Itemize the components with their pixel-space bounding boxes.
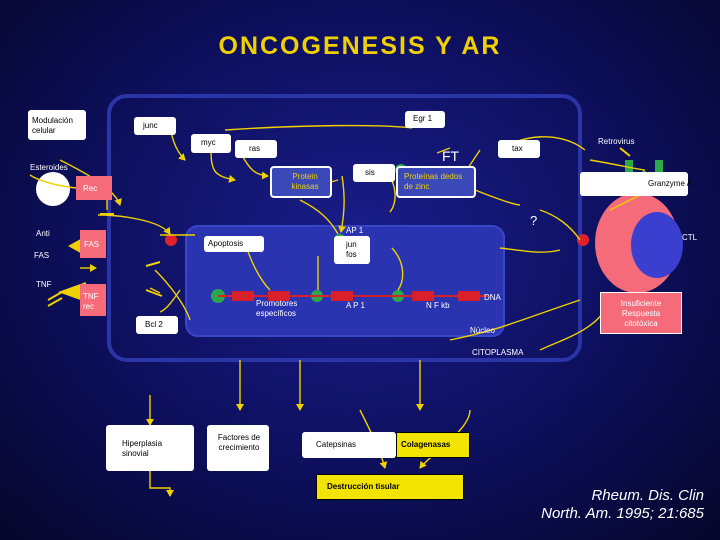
factores-box: Factores de crecimiento xyxy=(207,425,269,471)
ap1-top-label: AP 1 xyxy=(346,226,364,235)
steroid-circle xyxy=(36,172,70,206)
ap1-dna-label: A P 1 xyxy=(346,301,365,310)
fas-box: FAS xyxy=(80,230,106,258)
fas-box-label: FAS xyxy=(84,240,100,249)
ft-label: FT xyxy=(442,148,460,164)
tnf-label: TNF xyxy=(36,280,52,289)
reference-line-2: North. Am. 1995; 21:685 xyxy=(541,505,704,522)
nfkb-label: N F kb xyxy=(426,301,450,310)
esteroides-label: Esteroides xyxy=(30,163,68,172)
slide-title: ONCOGENESIS Y AR xyxy=(218,32,502,60)
tax-label: tax xyxy=(512,144,523,153)
bcl2-label: Bcl 2 xyxy=(145,320,163,329)
promotores-label: Promotores específicos xyxy=(256,299,298,318)
hiperplasia-box: Hiperplasia sinovial xyxy=(106,425,194,471)
colagenasas-label: Colagenasas xyxy=(401,440,451,449)
myc-label: myc xyxy=(201,138,216,147)
ctl-label: CTL xyxy=(682,233,698,242)
fas-label: FAS xyxy=(34,251,50,260)
myc-box: myc xyxy=(191,134,231,153)
ras-label: ras xyxy=(249,144,261,153)
hiperplasia-label: Hiperplasia sinovial xyxy=(122,439,163,458)
insuficiente-label: Insuficiente Respuesta citotóxica xyxy=(620,299,662,328)
retrovirus-label: Retrovirus xyxy=(598,137,635,146)
jun-fos-box: jun fos xyxy=(334,236,370,264)
egr1-box: Egr 1 xyxy=(405,111,445,128)
bcl2-box: Bcl 2 xyxy=(136,316,178,334)
apoptosis-box: Apoptosis xyxy=(204,236,264,252)
destruccion-label: Destrucción tisular xyxy=(327,482,400,491)
node-red-apoptosis xyxy=(165,234,177,246)
question-mark: ? xyxy=(530,213,538,228)
apoptosis-label: Apoptosis xyxy=(208,239,244,248)
anti-label: Anti xyxy=(36,229,50,238)
granzyme-label: Granzyme A xyxy=(648,179,693,188)
junc-label: junc xyxy=(143,121,158,130)
jun-fos-label: jun fos xyxy=(346,240,357,259)
protein-kinasas-label: Protein kinasas xyxy=(291,172,319,191)
reference-citation: Rheum. Dis. Clin North. Am. 1995; 21:685 xyxy=(541,487,704,523)
modulacion-label: Modulación celular xyxy=(32,116,73,135)
citoplasma-label: CITOPLASMA xyxy=(472,348,524,357)
tnf-wedge xyxy=(58,282,86,302)
proteinas-dedos-box: Proteínas dedos de zinc xyxy=(396,166,476,198)
ctl-nucleus xyxy=(631,212,683,278)
insuficiente-box: Insuficiente Respuesta citotóxica xyxy=(600,292,682,334)
destruccion-box: Destrucción tisular xyxy=(316,474,464,500)
cell-membrane xyxy=(107,94,582,362)
rec-label: Rec xyxy=(83,184,98,193)
granzyme-box: Granzyme A xyxy=(580,172,692,196)
sis-box: sis xyxy=(353,164,395,182)
colagenasas-box: Colagenasas xyxy=(396,432,470,458)
factores-label: Factores de crecimiento xyxy=(217,433,261,452)
rec-box: Rec xyxy=(76,176,112,200)
reference-line-1: Rheum. Dis. Clin xyxy=(591,487,704,504)
catepsinas-label: Catepsinas xyxy=(316,440,357,449)
tnf-rec-label: TNF rec xyxy=(83,292,99,311)
modulacion-box: Modulación celular xyxy=(28,110,86,140)
dna-label: DNA xyxy=(484,293,501,302)
sis-label: sis xyxy=(365,168,375,177)
ras-box: ras xyxy=(235,140,277,158)
nucleo-label: Núcleo xyxy=(470,326,495,335)
node-red-ctl xyxy=(577,234,589,246)
junc-box: junc xyxy=(134,117,176,135)
tax-box: tax xyxy=(498,140,540,158)
egr1-label: Egr 1 xyxy=(413,114,433,123)
protein-kinasas-box: Protein kinasas xyxy=(270,166,332,198)
catepsinas-box: Catepsinas xyxy=(302,432,396,458)
tnf-rec-box: TNF rec xyxy=(80,284,106,316)
proteinas-dedos-label: Proteínas dedos de zinc xyxy=(404,172,463,191)
